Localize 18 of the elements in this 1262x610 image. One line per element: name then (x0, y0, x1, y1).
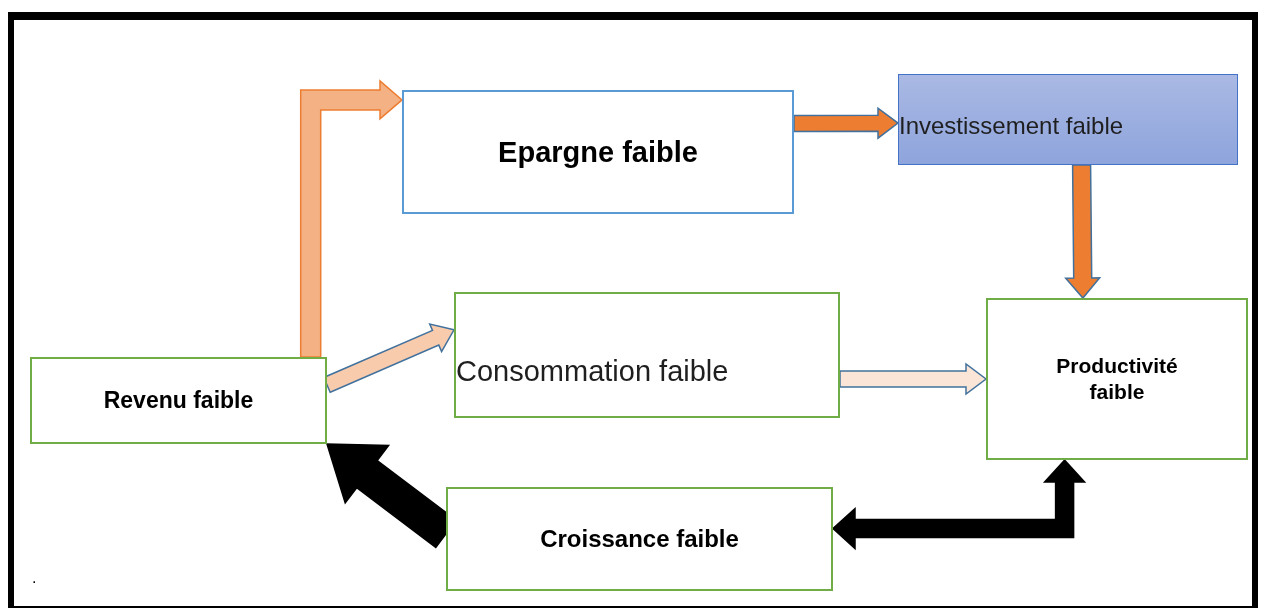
process-box (986, 298, 1248, 460)
box-label: Investissement faible (899, 110, 1124, 141)
dot-mark: . (32, 568, 37, 588)
process-box (402, 90, 794, 214)
box-label: Consommation faible (456, 353, 729, 389)
process-box (454, 292, 840, 418)
box-label: Croissance faible (540, 524, 739, 554)
block-arrow (831, 458, 1087, 551)
process-box (30, 357, 327, 444)
block-arrow (839, 362, 988, 396)
box-label: Revenu faible (103, 386, 254, 415)
block-arrow (299, 79, 404, 358)
process-box (898, 74, 1238, 165)
box-label: Epargne faible (498, 134, 698, 170)
box-label: Productivité faible (1055, 352, 1179, 405)
block-arrow (1064, 164, 1102, 300)
process-box (446, 487, 833, 591)
block-arrow (793, 106, 900, 140)
